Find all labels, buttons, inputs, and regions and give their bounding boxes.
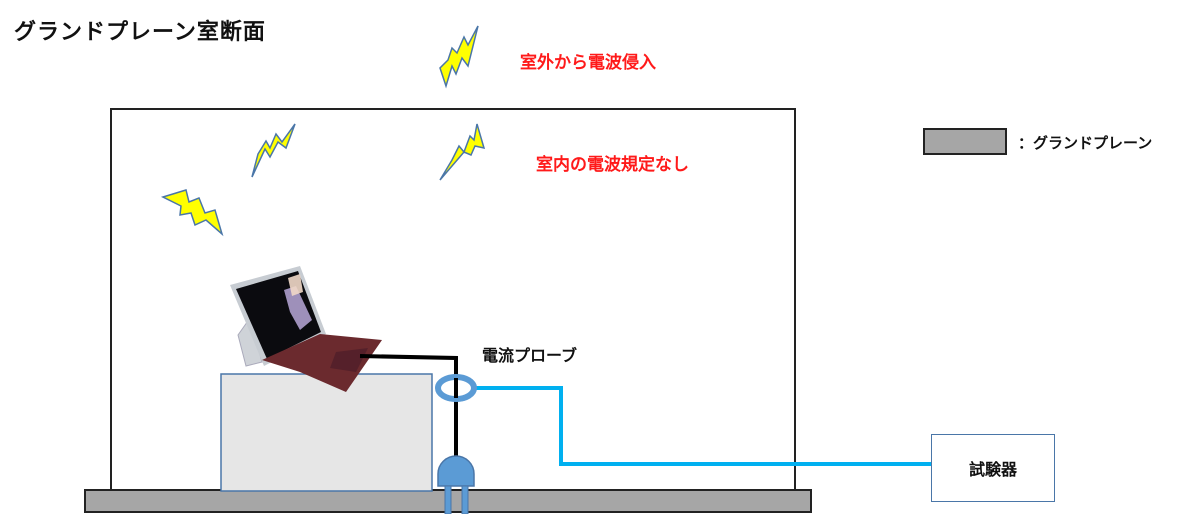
tester-label: 試験器 <box>968 460 1017 479</box>
lightning-bolt-icon <box>439 25 479 89</box>
outside-waves-label: 室外から電波侵入 <box>520 53 656 73</box>
tester-box: 試験器 <box>931 434 1055 502</box>
power-plug-icon <box>437 455 475 514</box>
diagram-title: グランドプレーン室断面 <box>14 20 266 45</box>
room-outline <box>110 108 796 492</box>
probe-cable <box>472 386 931 466</box>
lightning-bolt-icon <box>251 123 296 178</box>
legend-ground-plane-label: ：グランドプレーン <box>1018 134 1153 152</box>
current-probe-ring-icon <box>435 374 477 402</box>
lightning-bolt-icon <box>439 123 486 181</box>
inside-waves-label: 室内の電波規定なし <box>536 155 689 175</box>
lightning-bolt-icon <box>160 189 224 237</box>
legend-ground-plane-swatch <box>923 128 1007 155</box>
current-probe-label: 電流プローブ <box>482 346 578 365</box>
test-table <box>220 373 433 492</box>
laptop-tablet-image <box>230 266 382 392</box>
